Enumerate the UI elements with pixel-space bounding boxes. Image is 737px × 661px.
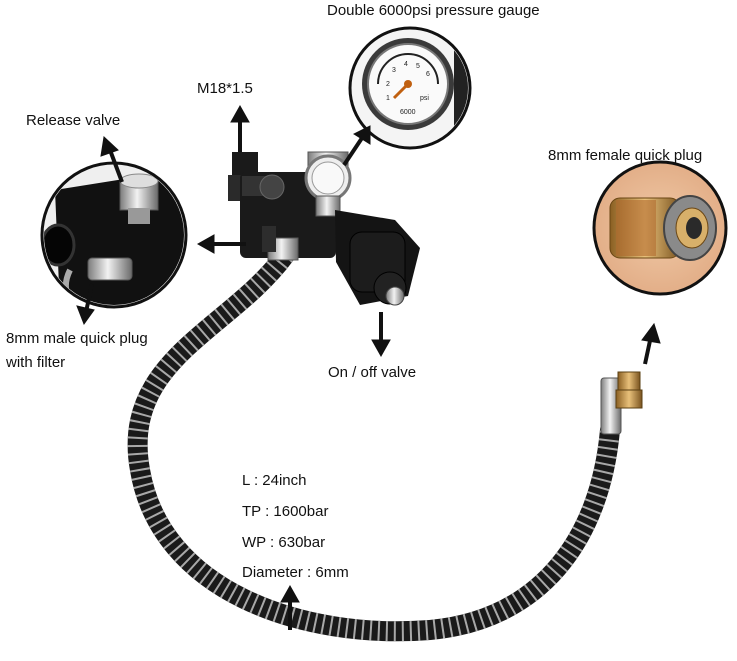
gauge-unit: psi <box>420 95 429 102</box>
spec-wp: WP : 630bar <box>242 534 326 551</box>
gauge-scale-2: 2 <box>386 81 390 88</box>
release-valve-closeup <box>40 161 188 309</box>
gauge-scale-6: 6 <box>426 71 430 78</box>
gauge-scale-3: 3 <box>392 67 396 74</box>
gauge-label: Double 6000psi pressure gauge <box>327 2 540 19</box>
male-plug-label: 8mm male quick plug with filter <box>6 330 148 371</box>
gauge-scale-4: 4 <box>404 61 408 68</box>
female-plug-closeup <box>592 160 728 296</box>
onoff-valve-label: On / off valve <box>328 364 417 381</box>
spec-length: L : 24inch <box>242 472 307 489</box>
arrows <box>76 104 661 630</box>
pressure-gauge-closeup: 1 2 3 4 5 6 psi 6000 <box>348 26 472 150</box>
hose <box>127 245 620 642</box>
gauge-scale-5: 5 <box>416 63 420 70</box>
female-plug-label: 8mm female quick plug <box>548 147 703 164</box>
spec-tp: TP : 1600bar <box>242 503 329 520</box>
gauge-bottom-text: 6000 <box>400 109 416 116</box>
valve-body <box>228 151 420 306</box>
release-valve-label: Release valve <box>26 112 121 129</box>
female-quick-plug-fitting <box>600 371 643 435</box>
gauge-scale-1: 1 <box>386 95 390 102</box>
thread-label: M18*1.5 <box>197 80 253 97</box>
spec-diameter: Diameter : 6mm <box>242 564 349 581</box>
